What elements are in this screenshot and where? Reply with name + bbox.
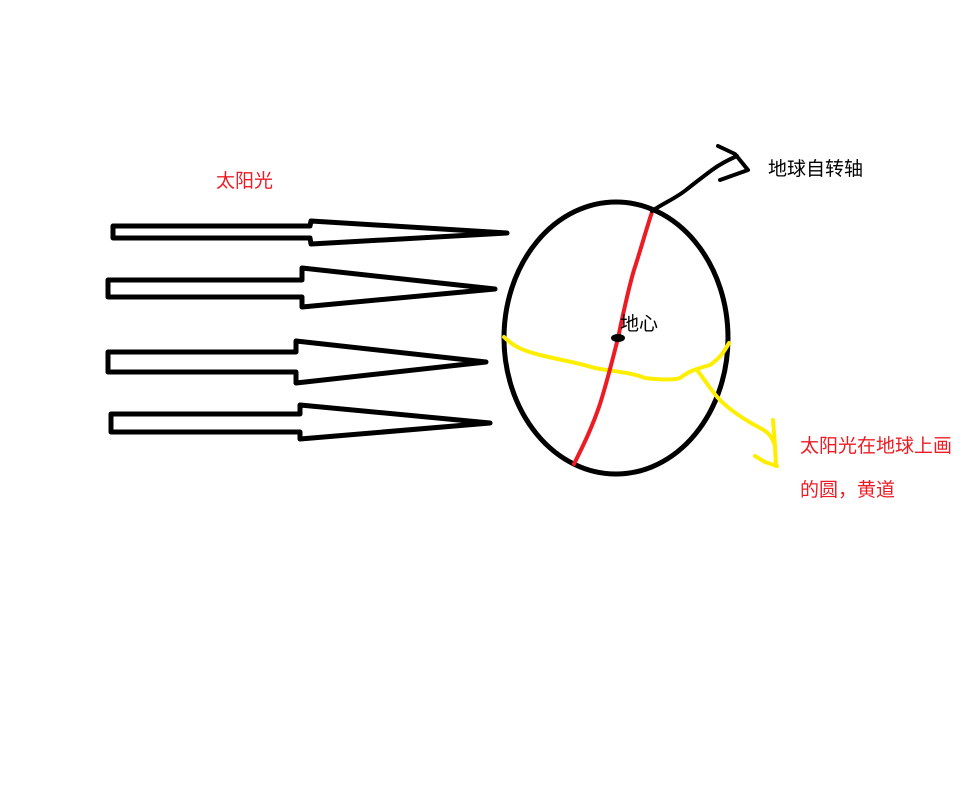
sunlight-arrows [105, 218, 510, 442]
sunlight-label: 太阳光 [216, 170, 274, 192]
sunlight-arrow-3 [105, 338, 489, 386]
rotation-axis-pointer-arrow [650, 144, 750, 213]
earth-center-dot [611, 334, 625, 342]
earth-center-label: 地心 [620, 313, 659, 335]
rotation-axis-label: 地球自转轴 [768, 158, 864, 180]
sunlight-arrow-1 [110, 218, 510, 247]
ecliptic-line [502, 335, 731, 382]
sunlight-arrow-2 [105, 265, 498, 310]
sunlight-arrow-4 [108, 402, 493, 442]
ecliptic-note-label: 太阳光在地球上画的圆，黄道 [800, 435, 953, 501]
ecliptic-pointer-arrow [695, 368, 779, 468]
